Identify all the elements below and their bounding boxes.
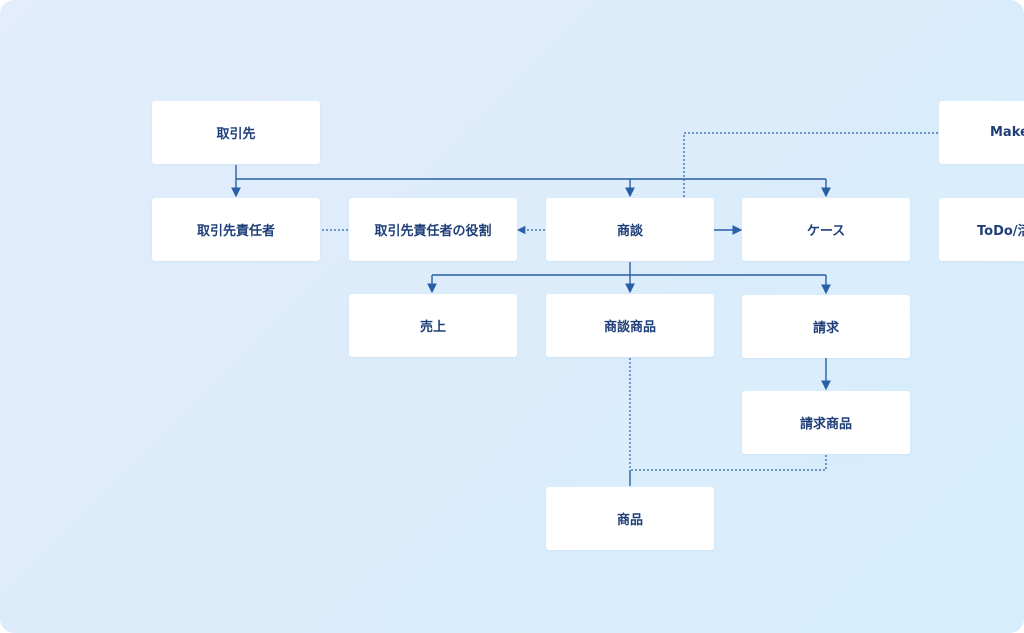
node-opportunity-product-label: 商談商品 <box>603 320 656 335</box>
node-make-label: Make <box>990 125 1024 140</box>
node-contact-role: 取引先責任者の役割 <box>349 198 517 261</box>
node-contact-role-label: 取引先責任者の役割 <box>374 224 492 239</box>
node-todo-label: ToDo/活 <box>977 224 1024 239</box>
node-account: 取引先 <box>152 101 320 164</box>
node-invoice-label: 請求 <box>812 321 839 336</box>
node-invoice: 請求 <box>742 295 910 358</box>
node-todo: ToDo/活 <box>939 198 1024 261</box>
node-opportunity-product: 商談商品 <box>546 294 714 357</box>
node-make: Make <box>939 101 1024 164</box>
node-case-label: ケース <box>806 224 846 239</box>
node-order: 売上 <box>349 294 517 357</box>
node-opportunity: 商談 <box>546 198 714 261</box>
node-invoice-product: 請求商品 <box>742 391 910 454</box>
node-product-label: 商品 <box>616 513 643 528</box>
node-order-label: 売上 <box>419 320 446 335</box>
node-contact: 取引先責任者 <box>152 198 320 261</box>
node-case: ケース <box>742 198 910 261</box>
node-opportunity-label: 商談 <box>616 224 643 239</box>
node-invoice-product-label: 請求商品 <box>799 417 852 432</box>
node-product: 商品 <box>546 487 714 550</box>
node-contact-label: 取引先責任者 <box>196 224 275 239</box>
connector-invoice-product-to-product <box>630 455 827 471</box>
node-account-label: 取引先 <box>216 127 256 142</box>
connector-opportunity-to-make <box>683 132 938 197</box>
